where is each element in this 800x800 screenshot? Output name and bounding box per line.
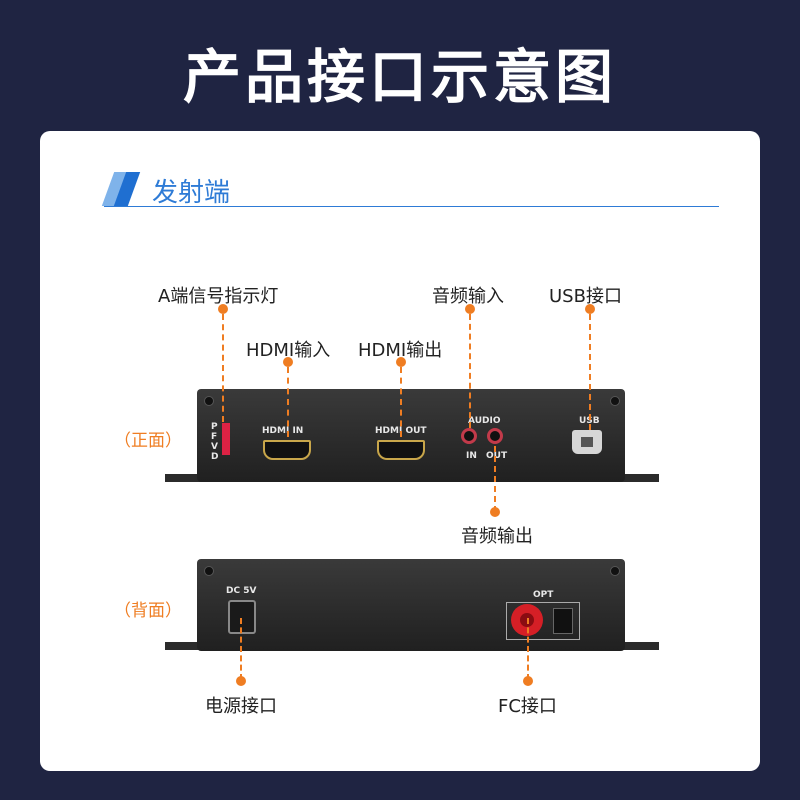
- leader-hdmi-in: [287, 367, 289, 437]
- screw: [204, 396, 214, 406]
- leader-led: [222, 314, 224, 422]
- dc-power-port: [228, 600, 256, 634]
- usb-port: [572, 430, 602, 454]
- label-power: 电源接口: [205, 696, 277, 717]
- leader-power: [240, 618, 242, 680]
- marker-hdmi-out: [396, 357, 406, 367]
- audio-in-jack: [461, 428, 477, 444]
- dc-text: DC 5V: [226, 586, 257, 596]
- section-title: 发射端: [152, 178, 231, 208]
- label-usb: USB接口: [549, 286, 622, 307]
- side-front: （正面）: [114, 431, 182, 451]
- marker-fc: [523, 676, 533, 686]
- hdmi-out-port: [377, 440, 425, 460]
- section-divider: [104, 206, 719, 207]
- marker-audio-in: [465, 304, 475, 314]
- marker-usb: [585, 304, 595, 314]
- optical-cover: [553, 608, 573, 634]
- screw: [610, 396, 620, 406]
- page-title: 产品接口示意图: [182, 43, 617, 111]
- opt-text: OPT: [533, 590, 554, 600]
- leader-audio-out: [494, 446, 496, 512]
- led-letters: P F V D: [211, 422, 219, 462]
- screw: [610, 566, 620, 576]
- audio-in-text: IN: [466, 451, 477, 461]
- label-hdmi-in: HDMI输入: [246, 340, 331, 361]
- leader-fc: [527, 618, 529, 680]
- label-hdmi-out: HDMI输出: [358, 340, 443, 361]
- marker-power: [236, 676, 246, 686]
- label-audio-in: 音频输入: [432, 286, 504, 307]
- label-fc: FC接口: [498, 696, 557, 717]
- led-indicators: [222, 423, 230, 455]
- marker-led: [218, 304, 228, 314]
- audio-out-jack: [487, 428, 503, 444]
- front-device: [197, 389, 625, 482]
- leader-audio-in: [469, 314, 471, 428]
- hdmi-in-text: HDMI IN: [262, 426, 304, 436]
- audio-out-text: OUT: [486, 451, 508, 461]
- audio-text: AUDIO: [468, 416, 501, 426]
- leader-hdmi-out: [400, 367, 402, 437]
- optical-module: [506, 602, 580, 640]
- marker-hdmi-in: [283, 357, 293, 367]
- screw: [204, 566, 214, 576]
- label-audio-out: 音频输出: [461, 526, 533, 547]
- leader-usb: [589, 314, 591, 430]
- hdmi-in-port: [263, 440, 311, 460]
- label-led: A端信号指示灯: [158, 286, 279, 307]
- marker-audio-out: [490, 507, 500, 517]
- back-device: [197, 559, 625, 651]
- side-back: （背面）: [114, 601, 182, 621]
